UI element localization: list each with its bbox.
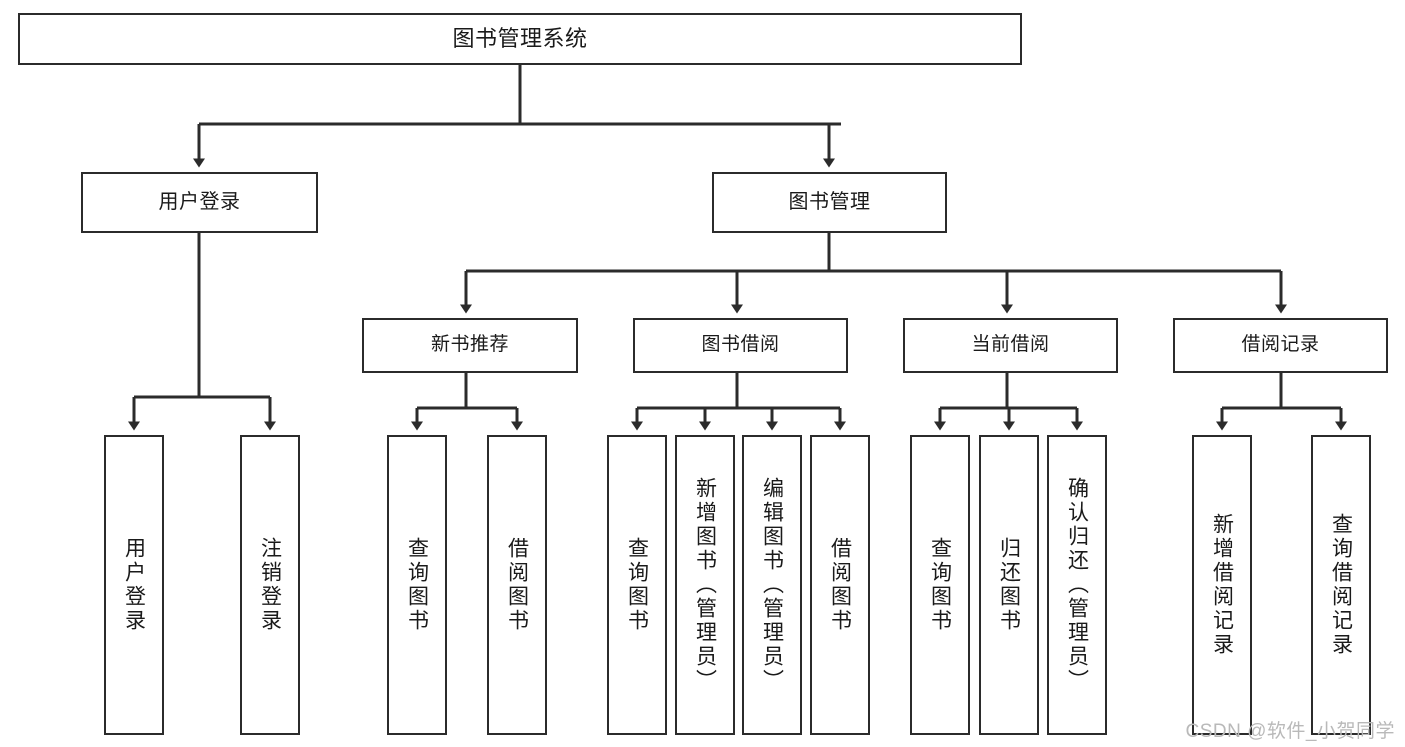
node-label: 新书推荐 — [430, 334, 509, 356]
node-user-login[interactable]: 用户登录 — [81, 172, 318, 233]
node-label: 借阅图书 — [828, 537, 852, 633]
leaf-borrow-record-query-record[interactable]: 查询借阅记录 — [1311, 435, 1371, 735]
node-label: 新增借阅记录 — [1210, 513, 1234, 657]
node-label: 用户登录 — [122, 537, 146, 633]
node-label: 注销登录 — [258, 537, 282, 633]
leaf-new-book-query-book[interactable]: 查询图书 — [387, 435, 447, 735]
leaf-user-login-logout[interactable]: 注销登录 — [240, 435, 300, 735]
node-current-borrow[interactable]: 当前借阅 — [903, 318, 1118, 373]
node-label: 确认归还（管理员） — [1065, 477, 1089, 693]
node-label: 图书管理 — [788, 190, 871, 213]
node-book-management[interactable]: 图书管理 — [712, 172, 947, 233]
leaf-current-borrow-return-book[interactable]: 归还图书 — [979, 435, 1039, 735]
leaf-current-borrow-query-book[interactable]: 查询图书 — [910, 435, 970, 735]
node-label: 借阅图书 — [505, 537, 529, 633]
leaf-book-borrow-borrow-book[interactable]: 借阅图书 — [810, 435, 870, 735]
node-label: 查询图书 — [625, 537, 649, 633]
node-book-borrow[interactable]: 图书借阅 — [633, 318, 848, 373]
node-label: 查询借阅记录 — [1329, 513, 1353, 657]
leaf-user-login-login[interactable]: 用户登录 — [104, 435, 164, 735]
node-label: 新增图书（管理员） — [693, 477, 717, 693]
leaf-book-borrow-query-book[interactable]: 查询图书 — [607, 435, 667, 735]
leaf-borrow-record-add-record[interactable]: 新增借阅记录 — [1192, 435, 1252, 735]
node-label: 编辑图书（管理员） — [760, 477, 784, 693]
node-label: 当前借阅 — [971, 334, 1050, 356]
leaf-current-borrow-confirm-return-admin[interactable]: 确认归还（管理员） — [1047, 435, 1107, 735]
node-label: 用户登录 — [158, 190, 241, 213]
node-new-book-recommend[interactable]: 新书推荐 — [362, 318, 578, 373]
csdn-watermark: CSDN @软件_小贺同学 — [1185, 721, 1395, 742]
node-label: 查询图书 — [928, 537, 952, 633]
leaf-new-book-borrow-book[interactable]: 借阅图书 — [487, 435, 547, 735]
node-label: 归还图书 — [997, 537, 1021, 633]
node-label: 图书管理系统 — [452, 26, 588, 52]
node-borrow-record[interactable]: 借阅记录 — [1173, 318, 1388, 373]
node-root-book-management-system[interactable]: 图书管理系统 — [18, 13, 1022, 65]
leaf-book-borrow-add-book-admin[interactable]: 新增图书（管理员） — [675, 435, 735, 735]
leaf-book-borrow-edit-book-admin[interactable]: 编辑图书（管理员） — [742, 435, 802, 735]
node-label: 图书借阅 — [701, 334, 780, 356]
node-label: 借阅记录 — [1241, 334, 1320, 356]
node-label: 查询图书 — [405, 537, 429, 633]
